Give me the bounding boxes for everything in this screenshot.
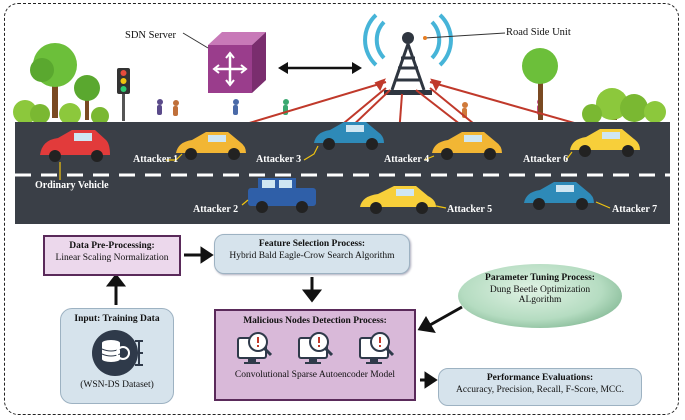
- performance-subtitle: Accuracy, Precision, Recall, F-Score, MC…: [456, 385, 624, 395]
- sdn-server-label: SDN Server: [125, 30, 177, 41]
- attacker-7-label: Attacker 7: [612, 204, 658, 215]
- attacker-4-label: Attacker 4: [384, 154, 430, 165]
- parameter-tuning-subtitle-1: Dung Beetle Optimization: [489, 285, 591, 295]
- attacker-label-connectors: [59, 145, 611, 209]
- rsu-pointer-dot: [423, 36, 427, 40]
- dataset-icon: [92, 330, 143, 376]
- rsu-label-pointer: [424, 32, 506, 39]
- parameter-tuning-subtitle-2: ALgorithm: [518, 295, 562, 305]
- server-rsu-link: [278, 62, 362, 74]
- ordinary-vehicle-label: Ordinary Vehicle: [35, 180, 109, 191]
- attacker-6-car: [570, 129, 640, 157]
- bushes-left: [13, 100, 109, 125]
- traffic-light: [117, 68, 130, 121]
- malware-scan-icon: [237, 332, 273, 364]
- attacker-1-car: [176, 132, 246, 160]
- detection-icons: [224, 330, 406, 368]
- performance-title: Performance Evaluations:: [486, 373, 594, 383]
- malware-scan-icon: [358, 332, 394, 364]
- tree-left-1: [30, 43, 77, 118]
- sdn-server-icon: [208, 32, 266, 93]
- input-to-preprocess-arrowhead: [105, 273, 127, 287]
- parameter-tuning-ellipse: Parameter Tuning Process: Dung Beetle Op…: [458, 264, 622, 328]
- attacker-5-car: [360, 186, 436, 214]
- attacker-7-car: [524, 182, 594, 210]
- detection-subtitle: Convolutional Sparse Autoencoder Model: [234, 370, 396, 380]
- figure-frame: [4, 3, 679, 415]
- road-side-unit-label: Road Side Unit: [506, 27, 571, 38]
- flow-arrows: [105, 246, 463, 389]
- performance-box: Performance Evaluations: Accuracy, Preci…: [438, 368, 642, 406]
- malware-scan-icon: [297, 332, 334, 364]
- preprocessing-box: Data Pre-Processing: Linear Scaling Norm…: [43, 235, 181, 276]
- attacker-6-label: Attacker 6: [523, 154, 569, 165]
- detection-box: Malicious Nodes Detection Process: Convo…: [214, 309, 416, 401]
- pedestrians: [157, 99, 543, 118]
- preprocessing-subtitle: Linear Scaling Normalization: [55, 253, 169, 263]
- vanet-scene: [13, 13, 670, 224]
- tree-left-2: [74, 75, 100, 120]
- road-side-unit-tower: [363, 13, 453, 95]
- attacker-2-label: Attacker 2: [193, 204, 239, 215]
- preprocessing-title: Data Pre-Processing:: [69, 241, 155, 251]
- input-subtitle: (WSN-DS Dataset): [80, 380, 154, 390]
- attacker-3-car: [314, 122, 384, 150]
- attacker-1-label: Attacker 1: [133, 154, 179, 165]
- feature-selection-subtitle: Hybrid Bald Eagle-Crow Search Algorithm: [229, 251, 395, 261]
- feature-selection-title: Feature Selection Process:: [258, 239, 366, 249]
- parameter-tuning-title: Parameter Tuning Process:: [485, 273, 595, 283]
- attacker-4-car: [432, 132, 502, 160]
- attacker-3-label: Attacker 3: [256, 154, 302, 165]
- detection-title: Malicious Nodes Detection Process:: [243, 316, 387, 326]
- tree-right: [522, 48, 666, 124]
- ordinary-vehicle-car: [40, 130, 110, 162]
- input-title: Input: Training Data: [74, 314, 160, 324]
- attacker-2-jeep: [248, 178, 316, 213]
- attacker-5-label: Attacker 5: [447, 204, 493, 215]
- sdn-label-pointer: [182, 32, 209, 49]
- feature-selection-box: Feature Selection Process: Hybrid Bald E…: [214, 234, 410, 274]
- input-data-box: Input: Training Data (WSN-DS Dataset): [60, 308, 174, 404]
